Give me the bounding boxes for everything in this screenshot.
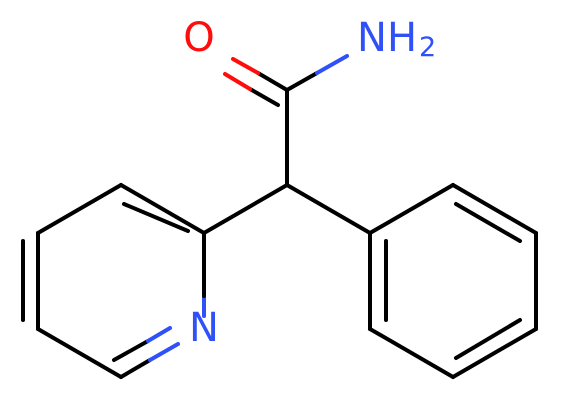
amine-label: N H 2 — [357, 15, 436, 63]
oxygen-label: O — [183, 15, 214, 61]
amide-c-n-bond — [285, 54, 349, 92]
hydrogen-count-subscript: 2 — [419, 32, 436, 63]
ch-to-pyridine-bond — [202, 183, 289, 235]
pyridine-ring — [21, 183, 206, 379]
pyridine-nitrogen-label: N — [189, 305, 219, 351]
phenyl-ring — [368, 183, 538, 379]
amide-hydrogen-label: H — [387, 15, 417, 61]
ch-to-phenyl-bond — [285, 183, 372, 235]
amide-nitrogen-label: N — [357, 15, 387, 61]
carbonyl-double-bond — [223, 57, 289, 107]
